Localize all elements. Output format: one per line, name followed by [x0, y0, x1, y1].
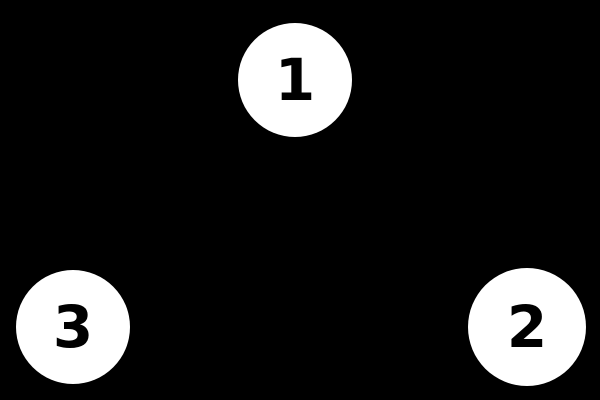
graph-node-3[interactable]: 3: [16, 270, 130, 384]
node-3-label: 3: [52, 293, 94, 361]
node-2-label: 2: [506, 293, 548, 361]
node-1-label: 1: [274, 46, 316, 114]
graph-node-2[interactable]: 2: [468, 268, 586, 386]
graph-node-1[interactable]: 1: [238, 23, 352, 137]
